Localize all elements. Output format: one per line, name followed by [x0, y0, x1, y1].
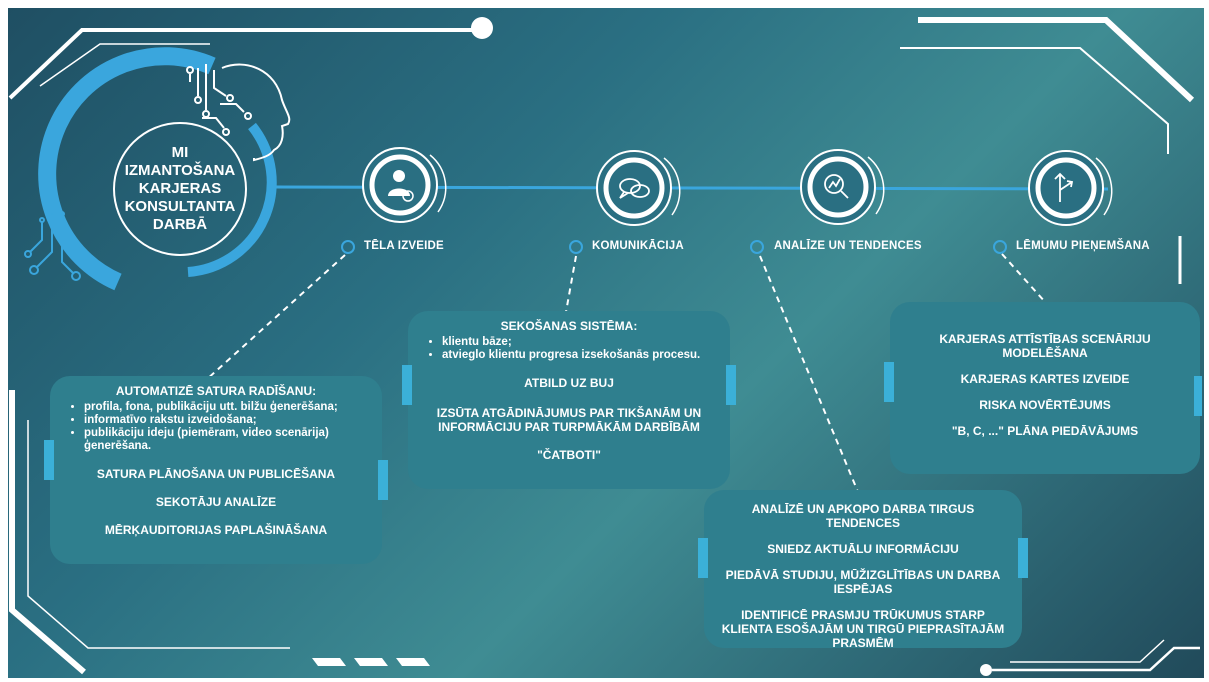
- stage-label-tela: TĒLA IZVEIDE: [364, 240, 444, 252]
- stage-label-lemumu: LĒMUMU PIEŅEMŠANA: [1016, 240, 1150, 252]
- frame-line-bottom-right-thin: [1010, 639, 1165, 663]
- stage-circle-2: [596, 150, 681, 226]
- dash-2: [354, 658, 388, 666]
- box-tela-item: MĒRĶAUDITORIJAS PAPLAŠINĀŠANA: [104, 523, 328, 537]
- decision-arrows-icon: [1054, 172, 1074, 202]
- list-item: publikāciju ideju (piemēram, video scenā…: [84, 427, 372, 453]
- box-tela-item: SEKOTĀJU ANALĪZE: [155, 495, 277, 509]
- circuit-icon: [24, 211, 81, 281]
- list-item: klientu bāze;: [442, 336, 720, 349]
- label-ring-2: [569, 240, 583, 254]
- stage-circle-1: [362, 147, 447, 223]
- list-item: informatīvo rakstu izveidošana;: [84, 414, 372, 427]
- box-analize-item: IDENTIFICĒ PRASMJU TRŪKUMUS STARP KLIENT…: [721, 608, 1005, 650]
- frame-line-top-right: [918, 17, 1195, 103]
- box-komunikacija-tab-right: [726, 365, 736, 405]
- box-komunikacija: SEKOŠANAS SISTĒMA: klientu bāze; atviegl…: [408, 311, 730, 489]
- title-arc-right: [187, 122, 277, 277]
- page-title: MI IZMANTOŠANA KARJERAS KONSULTANTA DARB…: [124, 144, 236, 233]
- dash-1: [312, 658, 346, 666]
- box-komunikacija-item: ATBILD UZ BUJ: [524, 376, 614, 390]
- box-lemumu-tab-left: [884, 362, 894, 402]
- frame-dot-top: [471, 17, 493, 39]
- box-tela-izveide: AUTOMATIZĒ SATURA RADĪŠANU: profila, fon…: [50, 376, 382, 564]
- chat-bubbles-icon: [619, 178, 650, 199]
- title-arc-left: [38, 47, 216, 291]
- box-tela-heading: AUTOMATIZĒ SATURA RADĪŠANU:: [115, 384, 317, 398]
- frame-line-bottom-right: [992, 646, 1200, 672]
- box-lemumu-item: KARJERAS KARTES IZVEIDE: [960, 372, 1130, 386]
- frame-line-bottom-left-thin: [27, 420, 290, 649]
- list-item: profila, fona, publikāciju utt. bilžu ģe…: [84, 401, 372, 414]
- box-komunikacija-bullets: klientu bāze; atvieglo klientu progresa …: [418, 336, 720, 362]
- stage-label-analize: ANALĪZE UN TENDENCES: [774, 240, 922, 252]
- frame-dot-bottom: [980, 664, 992, 676]
- stage-circle-3: [800, 149, 885, 225]
- box-lemumu-tab-right: [1194, 376, 1202, 416]
- box-komunikacija-item: "ČATBOTI": [537, 448, 601, 462]
- box-tela-tab-left: [44, 440, 54, 480]
- frame-line-bottom-left: [9, 390, 86, 675]
- box-lemumu-item: "B, C, ..." PLĀNA PIEDĀVĀJUMS: [951, 424, 1139, 438]
- label-ring-1: [341, 240, 355, 254]
- box-analize-tab-left: [698, 538, 708, 578]
- box-lemumu-item: KARJERAS ATTĪSTĪBAS SCENĀRIJU MODELĒŠANA: [939, 332, 1151, 360]
- box-analize-item: PIEDĀVĀ STUDIJU, MŪŽIZGLĪTĪBAS UN DARBA …: [725, 568, 1001, 596]
- person-globe-icon: [388, 170, 414, 202]
- box-lemumu-item: RISKA NOVĒRTĒJUMS: [979, 398, 1111, 412]
- title-ring: [113, 122, 247, 256]
- box-tela-tab-right: [378, 460, 388, 500]
- stage-circle-4: [1028, 150, 1113, 226]
- box-komunikacija-item: IZSŪTA ATGĀDINĀJUMUS PAR TIKŠANĀM UN INF…: [436, 406, 702, 434]
- connectors: [205, 253, 1047, 493]
- ai-head-icon: [186, 63, 291, 162]
- box-analize-tab-right: [1018, 538, 1028, 578]
- dash-3: [396, 658, 430, 666]
- box-analize-item: SNIEDZ AKTUĀLU INFORMĀCIJU: [767, 542, 959, 556]
- label-ring-4: [993, 240, 1007, 254]
- frame-line-top-left: [8, 28, 482, 100]
- frame-line-top-right-thin: [900, 47, 1169, 154]
- magnifier-chart-icon: [824, 174, 849, 199]
- box-komunikacija-heading: SEKOŠANAS SISTĒMA:: [500, 319, 638, 333]
- box-tela-bullets: profila, fona, publikāciju utt. bilžu ģe…: [60, 401, 372, 453]
- box-lemumu: KARJERAS ATTĪSTĪBAS SCENĀRIJU MODELĒŠANA…: [890, 302, 1200, 474]
- list-item: atvieglo klientu progresa izsekošanās pr…: [442, 349, 720, 362]
- frame-line-top-left-thin: [39, 43, 210, 87]
- box-tela-item: SATURA PLĀNOŠANA UN PUBLICĒŠANA: [96, 467, 336, 481]
- label-ring-3: [750, 240, 764, 254]
- box-analize-item: ANALĪZĒ UN APKOPO DARBA TIRGUS TENDENCES: [751, 502, 975, 530]
- stage-label-komunikacija: KOMUNIKĀCIJA: [592, 240, 684, 252]
- box-analize: ANALĪZĒ UN APKOPO DARBA TIRGUS TENDENCES…: [704, 490, 1022, 650]
- box-komunikacija-tab-left: [402, 365, 412, 405]
